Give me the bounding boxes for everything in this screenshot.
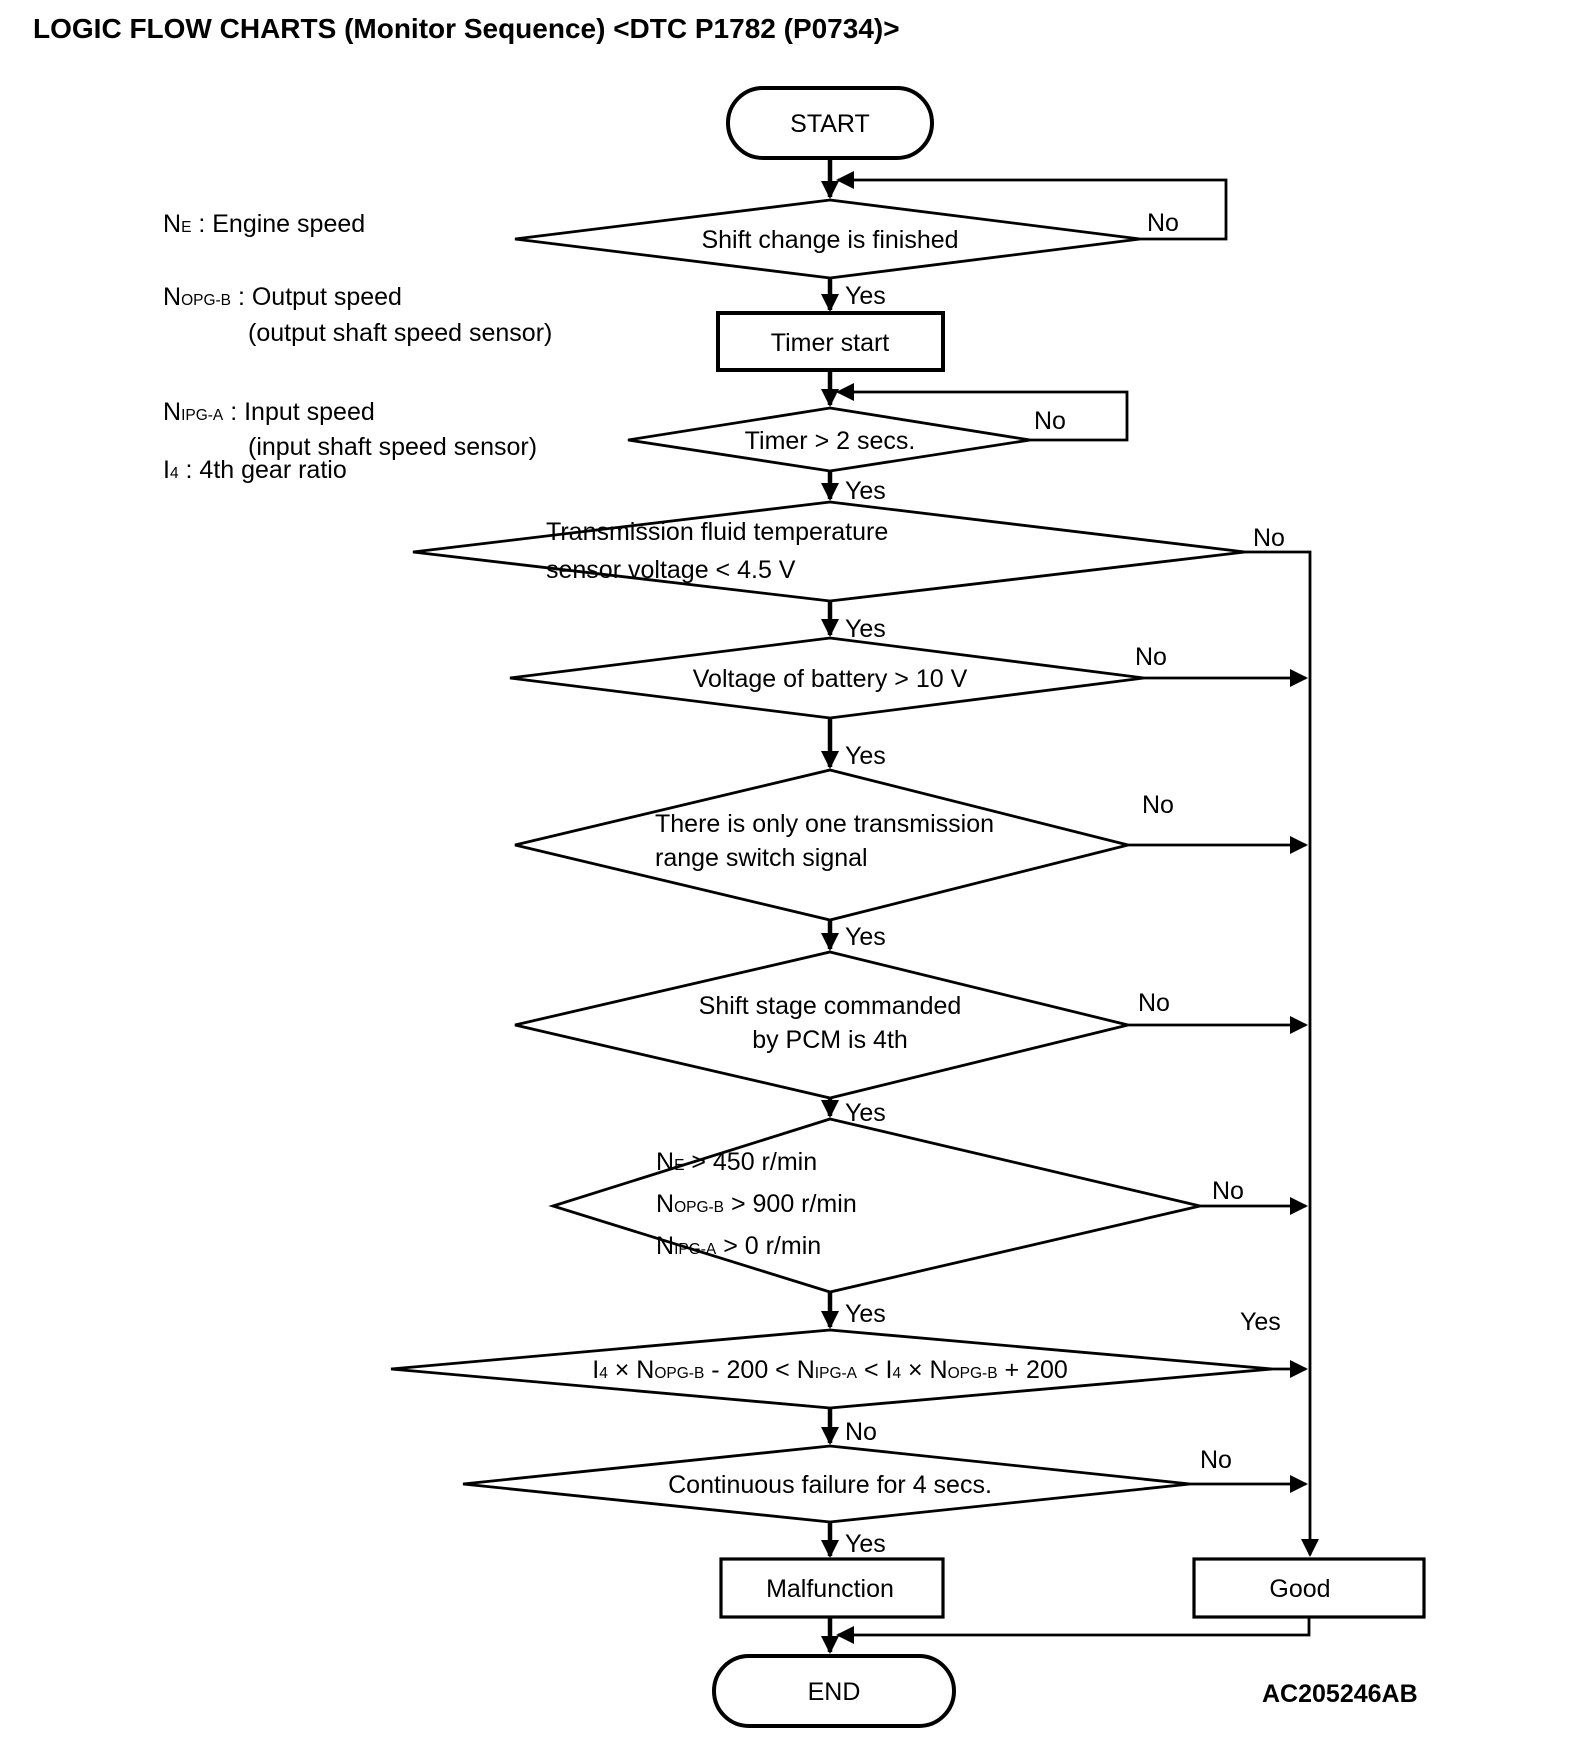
- process-timer-start: [716, 311, 945, 372]
- decision-speeds-line3: NIPG-A > 0 r/min: [656, 1232, 821, 1260]
- decision-gear-ratio-window-label: I4 × NOPG-B - 200 < NIPG-A < I4 × NOPG-B…: [592, 1356, 1068, 1384]
- result-good-label: Good: [1269, 1575, 1330, 1603]
- decision-continuous-failure: [462, 1444, 1191, 1524]
- start-terminal: [726, 86, 934, 160]
- result-malfunction-label: Malfunction: [766, 1575, 894, 1603]
- label-no-timer: No: [1034, 407, 1066, 435]
- result-malfunction: [719, 1557, 945, 1619]
- legend-gear-ratio: I4 : 4th gear ratio: [163, 456, 347, 484]
- legend-output-speed: NOPG-B : Output speed: [163, 283, 402, 311]
- label-yes-gear-ratio: Yes: [1240, 1308, 1281, 1336]
- nodes: START Shift change is finished Timer sta…: [390, 86, 1426, 1728]
- decision-range-switch: [514, 768, 1129, 922]
- decision-battery-voltage-label: Voltage of battery > 10 V: [693, 665, 968, 693]
- legend-input-speed: NIPG-A : Input speed: [163, 398, 375, 426]
- decision-battery-voltage: [509, 636, 1145, 720]
- label-yes-battery: Yes: [845, 742, 886, 770]
- decision-fluid-temp-line2: sensor voltage < 4.5 V: [546, 556, 796, 584]
- label-no-speeds: No: [1212, 1177, 1244, 1205]
- legend-engine-speed: NE : Engine speed: [163, 210, 365, 238]
- label-yes-timer: Yes: [845, 477, 886, 505]
- legend: NE : Engine speed NOPG-B : Output speed …: [163, 210, 552, 484]
- label-no-fluid-temp: No: [1253, 524, 1285, 552]
- decision-fluid-temp-line1: Transmission fluid temperature: [546, 518, 888, 546]
- label-no-shift-stage: No: [1138, 989, 1170, 1017]
- decision-gear-ratio-window: [390, 1328, 1273, 1410]
- label-yes-range-switch: Yes: [845, 923, 886, 951]
- end-label: END: [808, 1678, 861, 1706]
- label-yes-fluid-temp: Yes: [845, 615, 886, 643]
- decision-range-switch-line1: There is only one transmission: [655, 810, 994, 838]
- label-no-range-switch: No: [1142, 791, 1174, 819]
- decision-fluid-temp: [412, 500, 1246, 603]
- decision-speeds-line2: NOPG-B > 900 r/min: [656, 1190, 857, 1218]
- label-yes-speeds: Yes: [845, 1300, 886, 1328]
- edges: [821, 158, 1319, 1654]
- label-yes-shift-change: Yes: [845, 282, 886, 310]
- label-yes-continuous-failure: Yes: [845, 1530, 886, 1558]
- decision-shift-stage: [514, 950, 1129, 1100]
- label-no-gear-ratio: No: [845, 1418, 877, 1446]
- decision-range-switch-line2: range switch signal: [655, 844, 868, 872]
- end-terminal: [712, 1654, 956, 1728]
- legend-output-speed-note: (output shaft speed sensor): [248, 319, 552, 347]
- edge-shift-change-no-loop: [836, 171, 1228, 241]
- label-no-continuous-failure: No: [1200, 1446, 1232, 1474]
- result-good: [1192, 1557, 1426, 1619]
- branch-labels: No Yes No Yes No Yes No Yes No Yes No Ye…: [845, 209, 1285, 1558]
- edge-trunk-to-good: [1245, 550, 1319, 1557]
- page-title: LOGIC FLOW CHARTS (Monitor Sequence) <DT…: [33, 13, 900, 44]
- decision-shift-change: [514, 198, 1141, 280]
- decision-shift-change-label: Shift change is finished: [701, 226, 958, 254]
- process-timer-start-label: Timer start: [771, 329, 890, 357]
- legend-input-speed-note: (input shaft speed sensor): [248, 433, 537, 461]
- start-label: START: [790, 110, 870, 138]
- label-yes-shift-stage: Yes: [845, 1099, 886, 1127]
- figure-code: AC205246AB: [1262, 1680, 1418, 1708]
- edge-good-to-end-join: [836, 1617, 1311, 1644]
- edge-timer-no-loop: [836, 383, 1129, 442]
- decision-timer: [627, 406, 1031, 473]
- decision-continuous-failure-label: Continuous failure for 4 secs.: [668, 1471, 992, 1499]
- decision-shift-stage-line2: by PCM is 4th: [752, 1026, 908, 1054]
- label-no-shift-change: No: [1147, 209, 1179, 237]
- decision-speeds: [548, 1117, 1201, 1294]
- decision-shift-stage-line1: Shift stage commanded: [699, 992, 962, 1020]
- label-no-battery: No: [1135, 643, 1167, 671]
- decision-timer-label: Timer > 2 secs.: [745, 427, 916, 455]
- decision-speeds-line1: NE > 450 r/min: [656, 1148, 817, 1176]
